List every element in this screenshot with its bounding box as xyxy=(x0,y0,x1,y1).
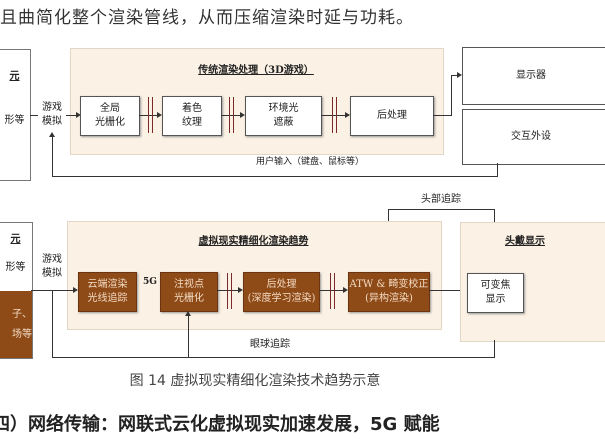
game-simulation-label: 游戏模拟 xyxy=(40,101,64,129)
left-box-title: 元 xyxy=(9,71,20,82)
user-input-label: 用户输入（键盘、鼠标等） xyxy=(255,157,364,167)
left-source-box-2: 元 形等 子、场等 xyxy=(0,222,33,359)
traditional-title: 传统渲染处理（3D游戏） xyxy=(198,65,314,76)
5g-label: 5G xyxy=(143,277,157,287)
step-atw-distortion: ATW & 畸变校正(异构渲染) xyxy=(348,272,430,312)
step-ambient-occlusion: 环境光遮蔽 xyxy=(245,96,322,136)
step-post-processing: 后处理 xyxy=(350,96,434,136)
head-tracking-label: 头部追踪 xyxy=(421,194,461,205)
figure-caption: 图 14 虚拟现实精细化渲染技术趋势示意 xyxy=(129,373,381,389)
step-global-rasterization: 全局光栅化 xyxy=(80,96,140,136)
intro-paragraph: 且曲简化整个渲染管线，从而压缩渲染时延与功耗。 xyxy=(0,8,414,28)
step-deep-learning-post: 后处理(深度学习渲染) xyxy=(243,272,320,312)
peripheral-box: 交互外设 xyxy=(462,109,605,165)
varifocal-display-box: 可变焦显示 xyxy=(467,273,524,313)
game-simulation-label-2: 游戏模拟 xyxy=(42,254,62,279)
vr-title: 虚拟现实精细化渲染趋势 xyxy=(198,236,309,247)
step-foveated-rasterization: 注视点光栅化 xyxy=(160,272,218,312)
left-box-text: 形等 xyxy=(4,115,25,126)
step-shading-texture: 着色纹理 xyxy=(162,96,222,136)
eye-tracking-label: 眼球追踪 xyxy=(250,339,290,350)
step-cloud-ray-tracing: 云端渲染光线追踪 xyxy=(78,272,137,312)
display-box: 显示器 xyxy=(462,47,605,105)
section-heading: 四）网络传输：网联式云化虚拟现实加速发展，5G 赋能 xyxy=(0,414,440,435)
left-source-box: 元 形等 xyxy=(0,49,31,181)
left-brown-block: 子、场等 xyxy=(0,291,32,358)
hmd-title: 头戴显示 xyxy=(505,236,545,247)
